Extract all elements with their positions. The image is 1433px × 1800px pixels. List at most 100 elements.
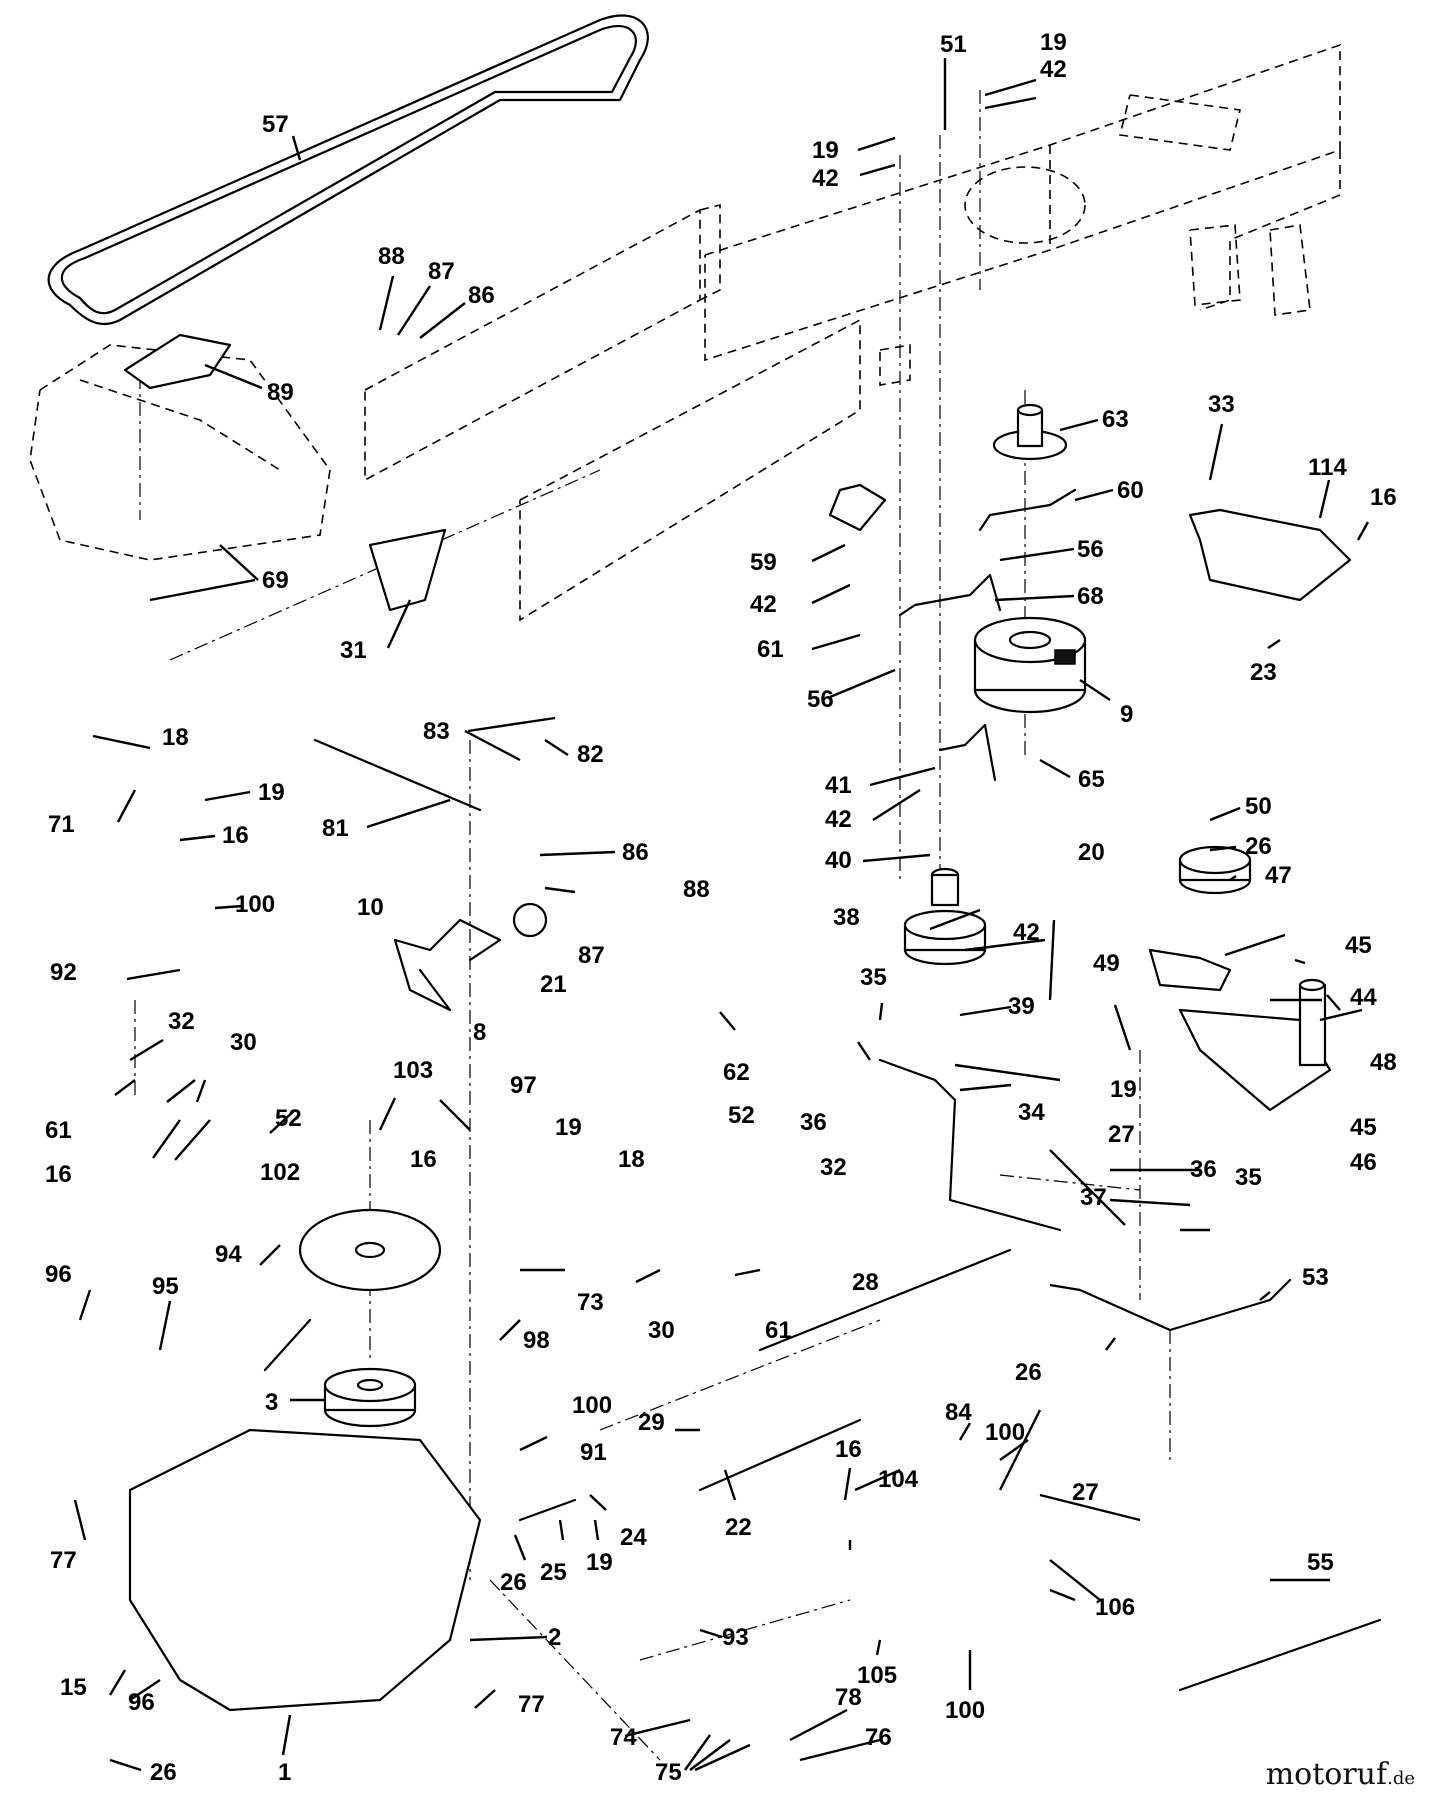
rod-81 bbox=[313, 738, 482, 812]
callout-19: 19 bbox=[258, 779, 285, 806]
callout-38: 38 bbox=[833, 904, 860, 931]
callout-1: 1 bbox=[278, 1759, 291, 1786]
shield-89 bbox=[123, 333, 232, 390]
watermark-name: motoruf bbox=[1265, 1757, 1388, 1792]
callout-77: 77 bbox=[518, 1691, 545, 1718]
lever-34 bbox=[878, 1058, 1062, 1232]
callout-16: 16 bbox=[1370, 484, 1397, 511]
callout-19: 19 bbox=[1040, 29, 1067, 56]
callout-91: 91 bbox=[580, 1439, 607, 1466]
callout-61: 61 bbox=[757, 636, 784, 663]
callout-100: 100 bbox=[985, 1419, 1025, 1446]
spring-59 bbox=[828, 483, 887, 532]
callout-34: 34 bbox=[1018, 1099, 1045, 1126]
callout-88: 88 bbox=[378, 243, 405, 270]
callout-103: 103 bbox=[393, 1057, 433, 1084]
callout-73: 73 bbox=[577, 1289, 604, 1316]
callout-78: 78 bbox=[835, 1684, 862, 1711]
callout-75: 75 bbox=[655, 1759, 682, 1786]
callout-32: 32 bbox=[168, 1008, 195, 1035]
callout-96: 96 bbox=[45, 1261, 72, 1288]
callout-87: 87 bbox=[578, 942, 605, 969]
callout-36: 36 bbox=[800, 1109, 827, 1136]
bracket-23 bbox=[1188, 508, 1352, 602]
rod-41 bbox=[938, 723, 997, 782]
callout-26: 26 bbox=[500, 1569, 527, 1596]
callout-76: 76 bbox=[865, 1724, 892, 1751]
callout-44: 44 bbox=[1350, 984, 1377, 1011]
callout-98: 98 bbox=[523, 1327, 550, 1354]
callout-16: 16 bbox=[45, 1161, 72, 1188]
callout-97: 97 bbox=[510, 1072, 537, 1099]
callout-30: 30 bbox=[230, 1029, 257, 1056]
callout-numbers: 57 51 19 42 19 42 88 87 86 89 63 33 114 … bbox=[45, 29, 1397, 1786]
callout-35: 35 bbox=[860, 964, 887, 991]
callout-47: 47 bbox=[1265, 862, 1292, 889]
callout-42: 42 bbox=[1040, 56, 1067, 83]
callout-16: 16 bbox=[222, 822, 249, 849]
callout-92: 92 bbox=[50, 959, 77, 986]
pulley-63 bbox=[992, 403, 1068, 461]
callout-leaders bbox=[73, 58, 1370, 1772]
clutch-9 bbox=[973, 616, 1087, 714]
callout-42: 42 bbox=[750, 591, 777, 618]
callout-23: 23 bbox=[1250, 659, 1277, 686]
callout-41: 41 bbox=[825, 772, 852, 799]
callout-105: 105 bbox=[857, 1662, 897, 1689]
callout-18: 18 bbox=[618, 1146, 645, 1173]
callout-65: 65 bbox=[1078, 766, 1105, 793]
callout-42: 42 bbox=[825, 806, 852, 833]
chassis-frame bbox=[29, 43, 1341, 622]
callout-52: 52 bbox=[728, 1102, 755, 1129]
callout-35: 35 bbox=[1235, 1164, 1262, 1191]
fan-94 bbox=[298, 1208, 442, 1292]
callout-55: 55 bbox=[1307, 1549, 1334, 1576]
callout-68: 68 bbox=[1077, 583, 1104, 610]
callout-87: 87 bbox=[428, 258, 455, 285]
watermark-suffix: .de bbox=[1387, 1768, 1415, 1789]
callout-59: 59 bbox=[750, 549, 777, 576]
callout-56: 56 bbox=[1077, 536, 1104, 563]
callout-9: 9 bbox=[1120, 701, 1133, 728]
callout-42: 42 bbox=[1013, 919, 1040, 946]
callout-69: 69 bbox=[262, 567, 289, 594]
callout-104: 104 bbox=[878, 1466, 919, 1493]
callout-27: 27 bbox=[1108, 1121, 1135, 1148]
callout-57: 57 bbox=[262, 111, 289, 138]
callout-15: 15 bbox=[60, 1674, 87, 1701]
rod-68 bbox=[898, 573, 1002, 617]
callout-39: 39 bbox=[1008, 993, 1035, 1020]
callout-63: 63 bbox=[1102, 406, 1129, 433]
callout-102: 102 bbox=[260, 1159, 300, 1186]
belt-57 bbox=[47, 14, 649, 326]
callout-19: 19 bbox=[586, 1549, 613, 1576]
spring-55 bbox=[1178, 1618, 1382, 1692]
knob-21 bbox=[512, 902, 548, 938]
rod-28 bbox=[758, 1248, 1012, 1352]
callout-19: 19 bbox=[555, 1114, 582, 1141]
callout-100: 100 bbox=[572, 1392, 612, 1419]
bracket-48 bbox=[1178, 978, 1332, 1112]
callout-36: 36 bbox=[1190, 1156, 1217, 1183]
callout-20: 20 bbox=[1078, 839, 1105, 866]
callout-83: 83 bbox=[423, 718, 450, 745]
callout-8: 8 bbox=[473, 1019, 486, 1046]
callout-48: 48 bbox=[1370, 1049, 1397, 1076]
callout-61: 61 bbox=[45, 1117, 72, 1144]
callout-60: 60 bbox=[1117, 477, 1144, 504]
callout-37: 37 bbox=[1080, 1184, 1107, 1211]
callout-22: 22 bbox=[725, 1514, 752, 1541]
rod-53 bbox=[1078, 1278, 1292, 1332]
callout-94: 94 bbox=[215, 1241, 242, 1268]
pulley-47 bbox=[1178, 845, 1252, 895]
callout-100: 100 bbox=[945, 1697, 985, 1724]
callout-62: 62 bbox=[723, 1059, 750, 1086]
callout-86: 86 bbox=[622, 839, 649, 866]
callout-100: 100 bbox=[235, 891, 275, 918]
callout-46: 46 bbox=[1350, 1149, 1377, 1176]
callout-89: 89 bbox=[267, 379, 294, 406]
callout-16: 16 bbox=[410, 1146, 437, 1173]
callout-84: 84 bbox=[945, 1399, 972, 1426]
callout-96: 96 bbox=[128, 1689, 155, 1716]
